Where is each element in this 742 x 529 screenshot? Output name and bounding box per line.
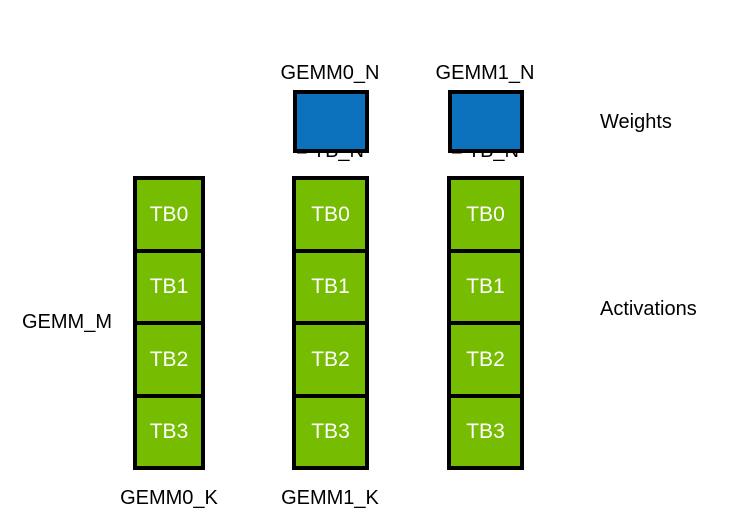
activation-column-1: TB0 TB1 TB2 TB3 [292, 176, 369, 470]
tb-cell: TB1 [447, 248, 524, 325]
tb-cell: TB3 [133, 393, 205, 470]
gemm-m-label: GEMM_M [22, 311, 112, 333]
tb-cell: TB2 [133, 321, 205, 398]
tb-cell: TB0 [292, 176, 369, 253]
column-header-gemm0-line1: GEMM0_N [280, 62, 380, 84]
activation-column-2: TB0 TB1 TB2 TB3 [447, 176, 524, 470]
tb-cell: TB2 [292, 321, 369, 398]
tb-cell: TB0 [133, 176, 205, 253]
tb-cell: TB0 [447, 176, 524, 253]
activations-row-label: Activations [600, 298, 697, 320]
tb-cell: TB2 [447, 321, 524, 398]
weights-block-gemm1 [448, 90, 524, 153]
tb-cell: TB1 [292, 248, 369, 325]
weights-block-gemm0 [293, 90, 369, 153]
tb-cell: TB1 [133, 248, 205, 325]
gemm0-k-label: GEMM0_K [120, 487, 218, 509]
tb-cell: TB3 [292, 393, 369, 470]
weights-row-label: Weights [600, 111, 672, 133]
column-header-gemm1-line1: GEMM1_N [435, 62, 535, 84]
gemm1-k-label: GEMM1_K [281, 487, 379, 509]
activation-column-0: TB0 TB1 TB2 TB3 [133, 176, 205, 470]
tb-cell: TB3 [447, 393, 524, 470]
